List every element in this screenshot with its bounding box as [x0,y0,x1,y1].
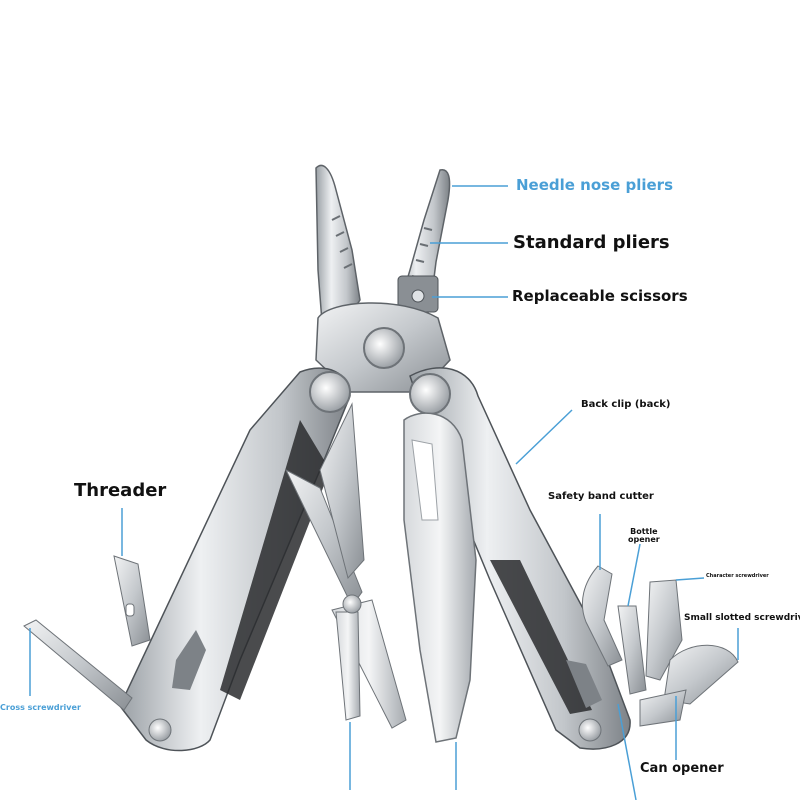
small-slotted-screwdriver-tool [663,644,739,705]
label-threader: Threader [74,480,167,501]
left-handle [119,367,351,752]
main-pivot [315,302,451,393]
bottle-opener-tool [617,605,647,695]
label-needle-nose-pliers: Needle nose pliers [516,176,674,194]
label-replaceable-scissors: Replaceable scissors [512,287,688,305]
leader-lines [29,185,739,801]
label-bottle-opener: Bottle opener [628,527,660,544]
label-can-opener: Can opener [640,761,724,776]
cross-screwdriver-tool [23,619,133,711]
scissors [284,402,407,729]
leader-back-clip [515,409,573,465]
label-back-clip: Back clip (back) [581,399,671,410]
label-cross-screwdriver: Cross screwdriver [0,703,81,712]
knife-blade [403,412,477,743]
label-character-screwdriver: Character screwdriver [706,573,769,579]
leader-extra [617,703,637,801]
needle-nose-pliers-jaws [315,164,451,331]
leader-character-screwdriver [675,577,705,581]
label-standard-pliers: Standard pliers [513,232,670,253]
can-opener-tool [639,689,687,727]
safety-band-cutter-tool [582,565,623,667]
leader-bottle-opener [627,543,641,607]
label-small-slotted-screwdriver: Small slotted screwdriver [684,613,800,623]
threader-tool [113,555,151,647]
label-safety-band-cutter: Safety band cutter [548,491,654,502]
